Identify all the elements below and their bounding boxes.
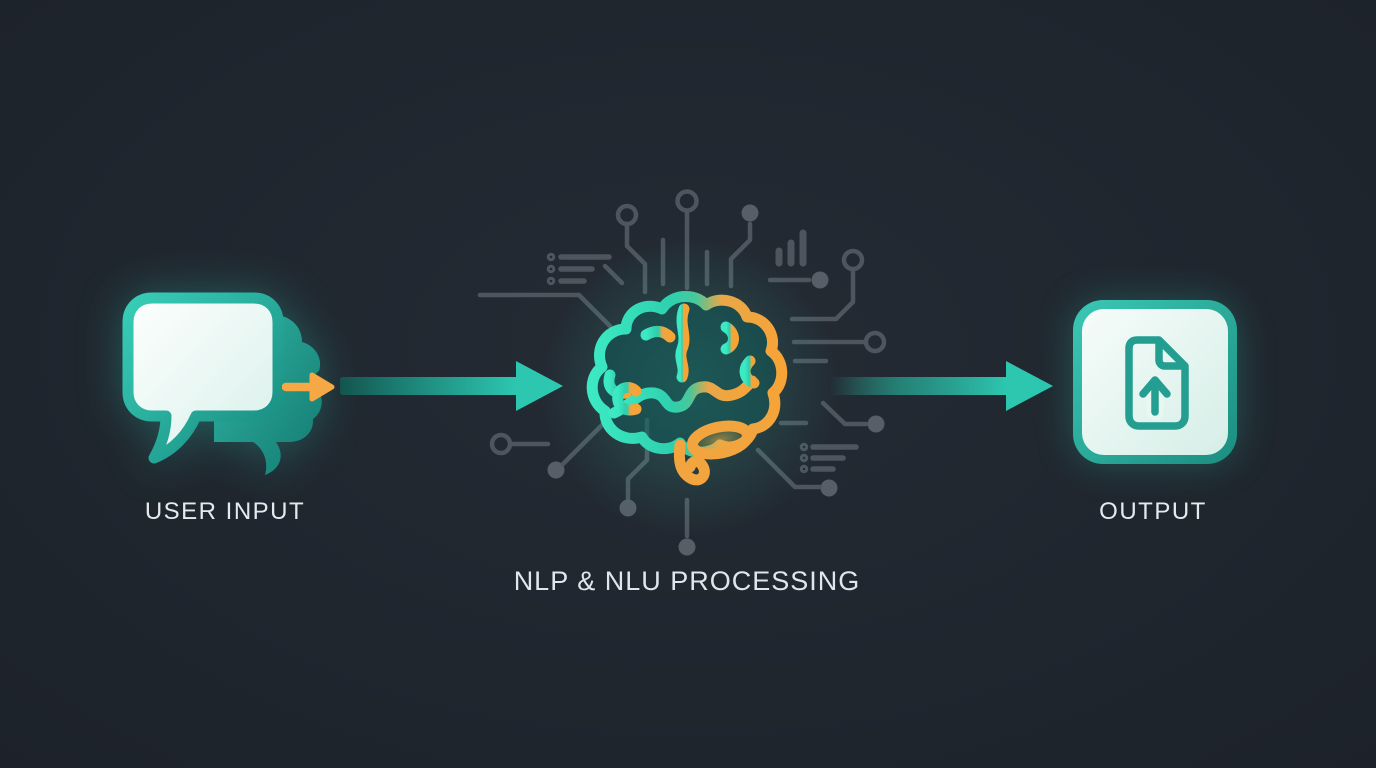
file-fold-corner: [1155, 338, 1187, 370]
filled-node-dot: [678, 538, 696, 556]
brain-gyrus: [739, 355, 760, 389]
output-node: [1073, 300, 1237, 464]
small-orange-arrow-icon: [282, 372, 335, 402]
open-node-circle: [675, 189, 699, 213]
user-input-label: USER INPUT: [144, 498, 306, 525]
brain-gyrus: [612, 382, 642, 416]
filled-node-dot: [547, 461, 565, 479]
file-outline: [1125, 336, 1189, 430]
open-node-circle: [489, 432, 513, 456]
output-label: OUTPUT: [1099, 498, 1207, 525]
circuit-traces-decoration: [477, 189, 887, 556]
chat-bubbles-icon: [122, 292, 322, 475]
filled-node-dot: [741, 204, 759, 222]
brain-stem: [673, 439, 710, 486]
brain-icon: [586, 291, 788, 486]
flow-arrow-2: [830, 361, 1053, 411]
list-lines-icon: [546, 252, 612, 286]
filled-node-dot: [867, 415, 885, 433]
filled-node-dot: [619, 499, 637, 517]
brain-gyrus: [640, 325, 676, 343]
file-upload-icon: [1125, 336, 1189, 430]
open-node-circle: [841, 248, 865, 272]
brain-gyrus: [675, 303, 690, 383]
processing-label: NLP & NLU PROCESSING: [513, 566, 861, 596]
brain-gyrus: [720, 321, 739, 355]
bar-chart-icon: [775, 229, 807, 267]
brain-cerebellum: [686, 420, 754, 460]
open-node-circle: [863, 330, 887, 354]
brain-fissure: [608, 375, 758, 419]
open-node-circle: [615, 203, 639, 227]
filled-node-dot: [820, 479, 838, 497]
list-lines-icon: [799, 442, 859, 474]
front-chat-bubble: [122, 292, 284, 464]
filled-node-dot: [811, 271, 829, 289]
output-node-inner: [1082, 309, 1228, 455]
flow-arrow-1: [340, 361, 563, 411]
upload-arrow: [1139, 376, 1171, 416]
